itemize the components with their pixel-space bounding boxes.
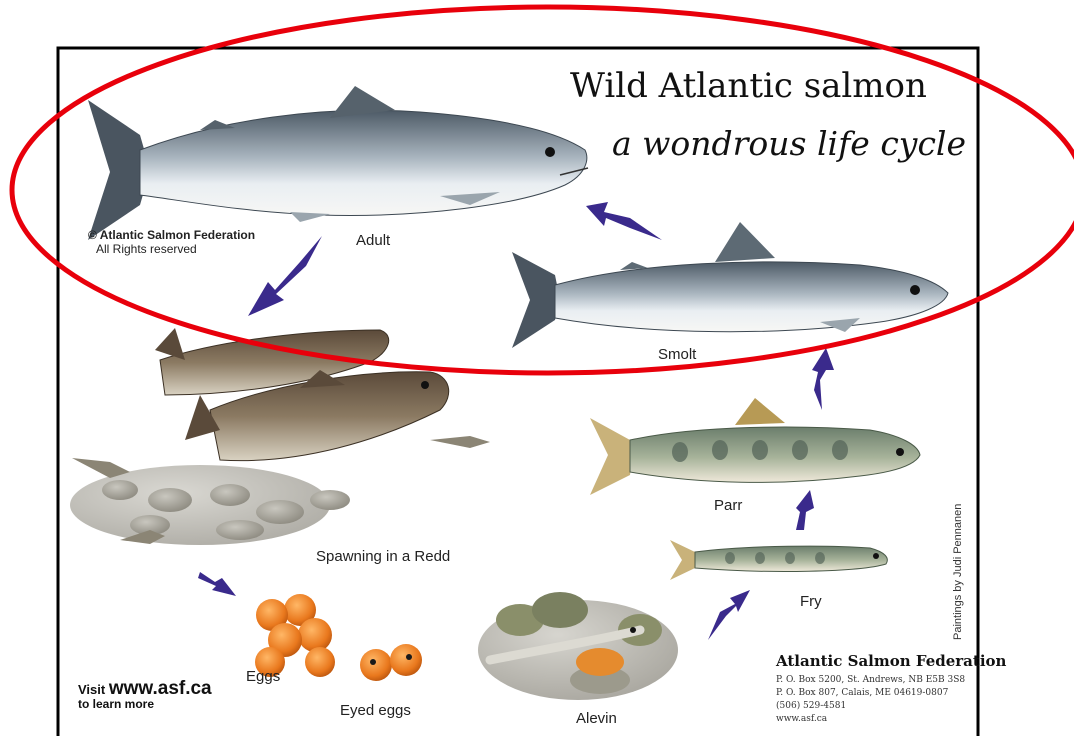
poster-title: Wild Atlantic salmon xyxy=(570,66,927,106)
label-adult: Adult xyxy=(356,232,390,249)
copyright-notice: © Atlantic Salmon Federation All Rights … xyxy=(88,228,255,256)
copyright-line-2: All Rights reserved xyxy=(88,242,255,256)
label-fry: Fry xyxy=(800,593,822,610)
visit-suffix: to learn more xyxy=(78,697,154,711)
organization-block: Atlantic Salmon Federation P. O. Box 520… xyxy=(776,652,1006,726)
organization-address-2: P. O. Box 807, Calais, ME 04619-0807 xyxy=(776,687,1006,700)
label-eyed-eggs: Eyed eggs xyxy=(340,702,411,719)
visit-prefix: Visit xyxy=(78,682,105,697)
label-smolt: Smolt xyxy=(658,346,696,363)
copyright-line-1: © Atlantic Salmon Federation xyxy=(88,228,255,242)
organization-web: www.asf.ca xyxy=(776,713,1006,726)
organization-address-1: P. O. Box 5200, St. Andrews, NB E5B 3S8 xyxy=(776,674,1006,687)
label-parr: Parr xyxy=(714,497,742,514)
poster-subtitle: a wondrous life cycle xyxy=(612,124,966,163)
painter-credit: Paintings by Judi Pennanen xyxy=(952,504,964,640)
organization-phone: (506) 529-4581 xyxy=(776,700,1006,713)
visit-url-link[interactable]: www.asf.ca xyxy=(109,678,212,699)
label-eggs: Eggs xyxy=(246,668,280,685)
label-alevin: Alevin xyxy=(576,710,617,727)
label-spawning: Spawning in a Redd xyxy=(316,548,450,565)
organization-name: Atlantic Salmon Federation xyxy=(776,652,1006,670)
